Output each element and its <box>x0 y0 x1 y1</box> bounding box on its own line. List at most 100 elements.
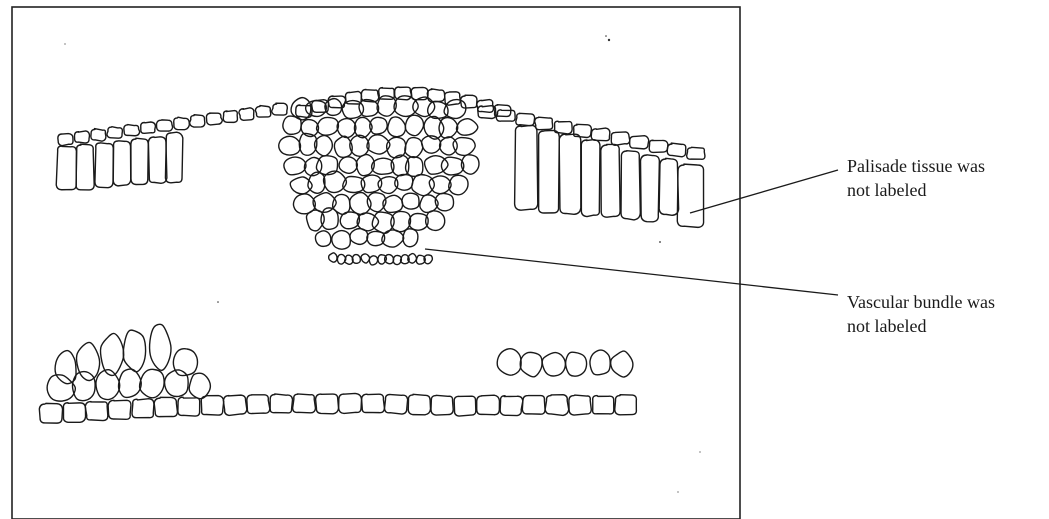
lower-epidermis-cell <box>500 396 523 416</box>
palisade-cell <box>165 132 182 183</box>
lower-epidermis-cell <box>108 400 131 419</box>
bundle-cell <box>329 253 337 262</box>
spongy-cell <box>47 375 75 401</box>
palisade-leader-line <box>690 170 838 213</box>
lower-epidermis-cell <box>178 397 200 416</box>
epidermis-cell <box>91 129 106 142</box>
spongy-cell <box>77 342 100 380</box>
midrib-cell <box>306 101 327 117</box>
vascular-annotation-line2: not labeled <box>847 314 995 338</box>
lower-epidermis-cell <box>545 395 569 416</box>
spongy-cell <box>55 351 76 384</box>
palisade-cell <box>539 130 560 213</box>
epidermis-cell <box>591 128 610 141</box>
palisade-cell <box>56 146 76 190</box>
midrib-cell <box>403 229 418 247</box>
palisade-cells-right <box>515 125 704 227</box>
epidermis-cell <box>516 113 535 125</box>
palisade-cell <box>76 144 94 190</box>
midrib-cell <box>316 156 337 175</box>
midrib-cell <box>332 231 351 250</box>
epidermis-cell <box>74 131 89 143</box>
lower-epidermis-cell <box>431 395 453 415</box>
lower-epidermis-cell <box>85 402 108 421</box>
lower-epidermis-cell <box>615 395 637 415</box>
midrib-cell <box>429 176 451 194</box>
epidermis-cell <box>124 125 140 136</box>
palisade-cell <box>581 140 600 217</box>
palisade-annotation-line1: Palisade tissue was <box>847 154 985 178</box>
midrib-cell <box>453 138 475 156</box>
spongy-cell <box>150 324 171 370</box>
epidermis-cell <box>630 136 649 149</box>
epidermis-cell <box>535 117 553 129</box>
palisade-annotation: Palisade tissue was not labeled <box>847 154 985 202</box>
lower-epidermis-cell <box>384 394 407 414</box>
lower-epidermis-cell <box>362 394 385 412</box>
vascular-annotation-line1: Vascular bundle was <box>847 290 995 314</box>
epidermis-cell <box>190 115 205 127</box>
palisade-annotation-line2: not labeled <box>847 178 985 202</box>
midrib-cell <box>405 115 423 135</box>
midrib-cell <box>412 175 435 196</box>
palisade-cell <box>559 134 581 214</box>
epidermis-cell <box>687 147 705 159</box>
vascular-bundle-cells <box>329 253 433 265</box>
spongy-cell <box>140 369 165 397</box>
midrib-cell <box>340 212 359 229</box>
lower-tissue-right-cluster <box>497 349 633 377</box>
epidermis-cell <box>206 113 222 125</box>
midrib-cell <box>317 117 339 135</box>
lower-epidermis-cell <box>477 395 500 415</box>
lower-epidermis-cell <box>270 394 292 413</box>
midrib-cell <box>315 231 330 247</box>
midrib-cell <box>394 96 418 117</box>
palisade-cell <box>515 125 538 210</box>
midrib-cell <box>324 171 347 192</box>
epidermis-cell <box>272 103 288 115</box>
spongy-cell <box>542 353 565 376</box>
lower-epidermis-cell <box>223 395 247 415</box>
palisade-cell <box>601 144 620 217</box>
midrib-cell <box>405 138 423 158</box>
midrib-cell <box>402 193 419 209</box>
epidermis-cell <box>157 120 173 131</box>
spongy-cell <box>189 373 210 398</box>
midrib-cell <box>284 157 306 175</box>
epidermis-cell <box>611 132 630 145</box>
spongy-cell <box>590 350 610 375</box>
epidermis-cell <box>395 87 412 100</box>
vascular-annotation: Vascular bundle was not labeled <box>847 290 995 338</box>
lower-epidermis-cell <box>201 396 223 415</box>
midrib-cell <box>456 119 477 135</box>
epidermis-cell <box>255 106 270 117</box>
midrib-cells <box>279 96 479 249</box>
lower-epidermis-cell <box>454 396 476 416</box>
epidermis-cell <box>141 122 156 133</box>
midrib-cell <box>279 136 301 155</box>
lower-epidermis-cell <box>247 395 270 414</box>
spongy-cell <box>123 330 145 372</box>
palisade-cell <box>659 158 678 215</box>
palisade-cell <box>621 151 640 220</box>
lower-epidermis-cell <box>39 403 62 423</box>
epidermis-cell <box>223 111 237 123</box>
lower-epidermis-cell <box>63 403 85 423</box>
lower-epidermis-cell <box>339 393 362 413</box>
upper-epidermis-left <box>58 103 287 145</box>
palisade-cell <box>131 138 148 184</box>
palisade-cell <box>148 137 166 184</box>
lower-epidermis-cell <box>293 394 316 413</box>
epidermis-cell <box>427 89 445 102</box>
lower-epidermis-cell <box>132 399 154 418</box>
upper-epidermis-right <box>478 106 705 160</box>
spongy-cell <box>173 349 197 376</box>
epidermis-cell <box>174 117 190 129</box>
lower-epidermis-cell <box>154 397 177 416</box>
spongy-cell <box>520 352 542 376</box>
midrib-cell <box>350 229 368 245</box>
palisade-cell <box>641 155 660 222</box>
spongy-cell <box>566 352 587 376</box>
bundle-cell <box>369 256 377 265</box>
spongy-cell <box>165 370 189 397</box>
